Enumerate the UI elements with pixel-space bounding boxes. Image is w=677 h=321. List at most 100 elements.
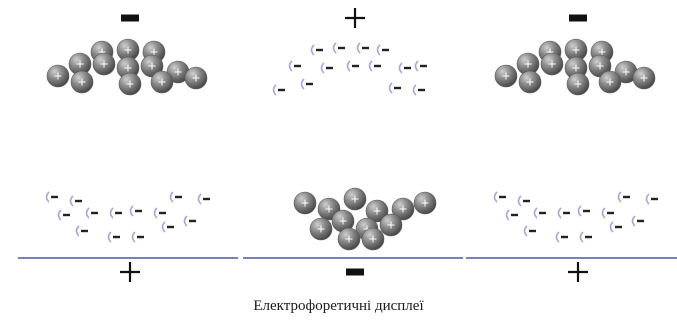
particle-minus (203, 197, 210, 201)
panel-bottom-1 (18, 191, 238, 282)
particle-arc (300, 78, 305, 90)
positive-particle (494, 64, 518, 88)
particle-minus (607, 211, 614, 215)
particle-minus (637, 219, 644, 223)
positive-particle (150, 70, 174, 94)
negative-particle (376, 44, 389, 56)
particle-minus (583, 209, 590, 213)
negative-particle (609, 221, 622, 233)
particle-arc (109, 207, 114, 219)
negative-particle (368, 60, 381, 72)
particle-minus (511, 213, 518, 217)
positive-particle (70, 70, 94, 94)
positive-particle (379, 213, 403, 237)
particle-arc (398, 62, 403, 74)
particle-minus (51, 195, 58, 199)
negative-particle (310, 44, 323, 56)
particle-minus (91, 211, 98, 215)
positive-particle (293, 191, 317, 215)
particle-arc (617, 191, 622, 203)
particle-minus (362, 46, 369, 50)
particle-arc (609, 221, 614, 233)
particle-arc (129, 205, 134, 217)
negative-particle (272, 84, 285, 96)
particle-arc (153, 207, 158, 219)
particle-minus (159, 211, 166, 215)
particle-arc (368, 60, 373, 72)
particle-arc (57, 209, 62, 221)
particle-arc (320, 62, 325, 74)
positive-particle (184, 66, 208, 90)
particle-minus (561, 235, 568, 239)
negative-particle (555, 231, 568, 243)
particle-minus (175, 195, 182, 199)
particle-arc (388, 82, 393, 94)
particle-minus (523, 199, 530, 203)
positive-particle (598, 70, 622, 94)
particle-arc (579, 231, 584, 243)
negative-particle (109, 207, 122, 219)
negative-particle (398, 62, 411, 74)
particle-minus (615, 225, 622, 229)
negative-particle (288, 60, 301, 72)
particle-arc (131, 231, 136, 243)
negative-particle (517, 195, 530, 207)
negative-particle (631, 215, 644, 227)
negative-particle (645, 193, 658, 205)
particle-arc (533, 207, 538, 219)
particle-arc (69, 195, 74, 207)
negative-particle (129, 205, 142, 217)
particle-arc (332, 42, 337, 54)
particle-minus (294, 64, 301, 68)
particle-arc (356, 42, 361, 54)
particle-arc (197, 193, 202, 205)
panel-top-2 (272, 8, 427, 96)
particle-arc (577, 205, 582, 217)
particle-arc (645, 193, 650, 205)
positive-particle (365, 199, 389, 223)
minus-sign (121, 14, 139, 22)
particle-arc (45, 191, 50, 203)
particle-arc (183, 215, 188, 227)
negative-particle (533, 207, 546, 219)
particle-arc (412, 84, 417, 96)
panel-top-3 (494, 14, 656, 96)
positive-particle (331, 209, 355, 233)
negative-particle (493, 191, 506, 203)
negative-particle (617, 191, 630, 203)
particle-minus (585, 235, 592, 239)
positive-particle (540, 52, 564, 76)
particle-minus (306, 82, 313, 86)
particle-arc (161, 221, 166, 233)
positive-particle (391, 197, 415, 221)
negative-particle (523, 225, 536, 237)
particle-minus (189, 219, 196, 223)
particle-minus (167, 225, 174, 229)
particle-minus (539, 211, 546, 215)
negative-particle (57, 209, 70, 221)
particle-minus (75, 199, 82, 203)
particle-arc (376, 44, 381, 56)
particle-minus (382, 48, 389, 52)
particle-minus (115, 211, 122, 215)
panel-bottom-3 (466, 191, 677, 282)
negative-particle (69, 195, 82, 207)
positive-particle (566, 72, 590, 96)
particle-arc (631, 215, 636, 227)
particle-minus (623, 195, 630, 199)
particle-arc (169, 191, 174, 203)
panel-top-1 (46, 14, 208, 96)
positive-particle (413, 191, 437, 215)
particle-minus (651, 197, 658, 201)
negative-particle (85, 207, 98, 219)
particle-minus (316, 48, 323, 52)
particle-arc (85, 207, 90, 219)
minus-sign (569, 14, 587, 22)
negative-particle (107, 231, 120, 243)
particle-minus (563, 211, 570, 215)
negative-particle (332, 42, 345, 54)
negative-particle (579, 231, 592, 243)
particle-minus (338, 46, 345, 50)
negative-particle (131, 231, 144, 243)
